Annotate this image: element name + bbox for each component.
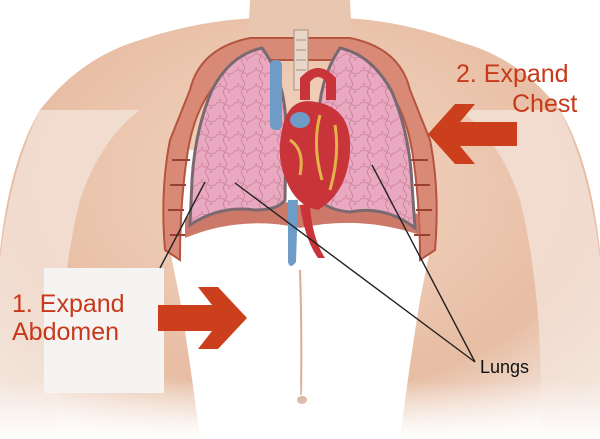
abdomen-label-line1: 1. Expand [12, 292, 125, 317]
abdomen-label-line2: Abdomen [12, 320, 119, 345]
chest-label-line2: Chest [512, 92, 577, 117]
lungs-label: Lungs [480, 358, 529, 376]
chest-label-line1: 2. Expand [456, 62, 569, 87]
